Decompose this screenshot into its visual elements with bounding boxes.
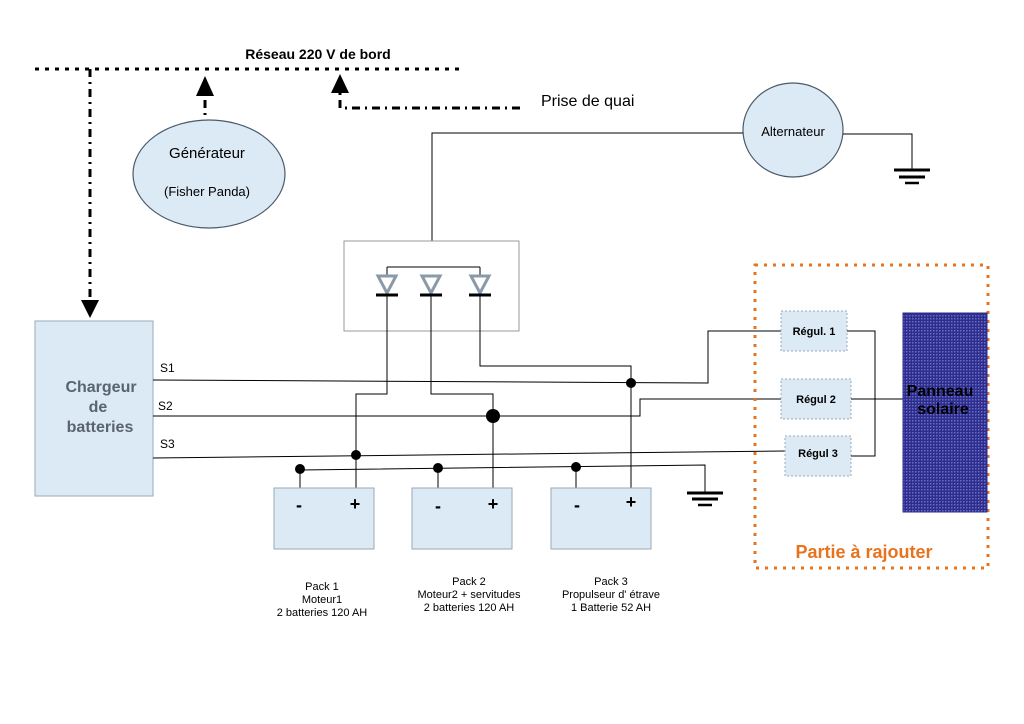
pack-line3: 2 batteries 120 AH (424, 602, 515, 614)
generator-ellipse (132, 119, 286, 229)
ground-icon (894, 168, 930, 185)
solar-label-line1: Panneau (907, 383, 974, 400)
regulator-1-label: Régul. 1 (793, 326, 836, 338)
battery-plus-sign: + (626, 492, 637, 512)
diode1-output-line (355, 296, 388, 455)
pack-title: Pack 2 (452, 576, 486, 588)
charger-box (34, 320, 154, 497)
regulator-1-box (780, 310, 848, 352)
solar-label-line2: solaire (917, 401, 969, 418)
pack-line3: 1 Batterie 52 AH (571, 602, 651, 614)
pack-title: Pack 3 (594, 576, 628, 588)
generator-arrow-icon (196, 76, 214, 96)
charger-label-line2: de (89, 399, 108, 416)
junction-dot (351, 450, 361, 460)
diode-icon (375, 274, 399, 297)
alternator-to-diodes-line (431, 132, 743, 274)
battery-minus-sign: - (435, 496, 441, 516)
shore-arrow-icon (331, 74, 349, 93)
junction-dot (571, 462, 581, 472)
diode2-output-line (430, 296, 494, 416)
junction-dot (295, 464, 305, 474)
junction-dot (486, 409, 500, 423)
regulator-2-box (780, 378, 852, 420)
alternator-ground-line (843, 133, 913, 170)
battery-pack-2: - + (411, 487, 513, 550)
alternator-label: Alternateur (761, 124, 825, 139)
output-s3-label: S3 (160, 437, 175, 451)
diode3-output-line (479, 296, 632, 383)
junction-dot (433, 463, 443, 473)
junction-dot (626, 378, 636, 388)
battery-pack-3: - + (550, 487, 652, 550)
pack-line2: Moteur1 (302, 594, 342, 606)
generator-title: Générateur (169, 145, 245, 162)
charger-arrow-icon (81, 300, 99, 318)
regulator-1-to-solar-line (847, 330, 876, 457)
generator-subtitle: (Fisher Panda) (164, 184, 250, 199)
pack-2-caption: Pack 2 Moteur2 + servitudes 2 batteries … (417, 576, 521, 614)
diode-icon (419, 274, 443, 297)
s2-line (153, 398, 781, 417)
battery-minus-sign: - (296, 495, 302, 515)
pack-title: Pack 1 (305, 581, 339, 593)
pack-line2: Propulseur d' étrave (562, 589, 660, 601)
regulator-2-label: Régul 2 (796, 394, 836, 406)
battery-plus-sign: + (350, 494, 361, 514)
addition-label: Partie à rajouter (795, 542, 932, 562)
solar-panel (902, 312, 988, 513)
s3-line (152, 450, 786, 459)
pack-line3: 2 batteries 120 AH (277, 607, 368, 619)
ac-bus-label: Réseau 220 V de bord (245, 46, 391, 62)
shore-to-bus-line (338, 90, 520, 110)
regulator-3-label: Régul 3 (798, 448, 838, 460)
battery-minus-sign: - (574, 495, 580, 515)
output-s1-label: S1 (160, 361, 175, 375)
battery-pack-1: - + (273, 487, 375, 550)
shore-label: Prise de quai (541, 93, 634, 110)
output-s2-label: S2 (158, 399, 173, 413)
alternator-ellipse (742, 82, 844, 178)
s1-line (152, 330, 781, 384)
addition-area (753, 263, 990, 570)
regulator-3-box (784, 435, 852, 477)
battery-plus-sign: + (488, 494, 499, 514)
ground-icon (687, 491, 723, 507)
charger-label-line1: Chargeur (65, 379, 136, 396)
pack-line2: Moteur2 + servitudes (417, 589, 521, 601)
pack-3-caption: Pack 3 Propulseur d' étrave 1 Batterie 5… (562, 576, 660, 614)
diode-icon (468, 274, 492, 297)
pack-1-caption: Pack 1 Moteur1 2 batteries 120 AH (277, 581, 368, 619)
charger-label-line3: batteries (67, 419, 134, 436)
